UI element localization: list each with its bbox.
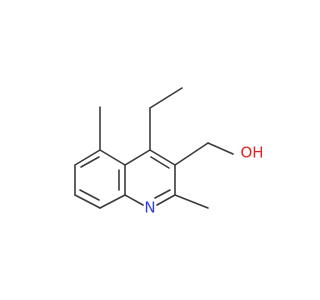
bond-c8a-c8 — [99, 194, 126, 209]
bond-c8-c7-inner — [79, 189, 100, 201]
bond-ch2-o — [207, 142, 234, 155]
bond-ethyl-ch3 — [149, 87, 183, 109]
bond-c8a-n1 — [124, 194, 144, 206]
bond-c6-c5 — [74, 149, 101, 166]
hydroxyl-group-label: OH — [240, 144, 263, 162]
bond-c3-ch2 — [174, 142, 209, 166]
bond-c6-c5-inner — [80, 156, 100, 168]
bond-c3-c4-inner — [150, 156, 170, 169]
bond-c5-c4a — [99, 149, 126, 166]
bond-n1-c2-inner — [154, 189, 171, 199]
structure-diagram: N OH — [74, 87, 264, 217]
bond-c3-c4 — [149, 149, 176, 166]
bond-n1-c2 — [156, 194, 176, 206]
bond-c4-c4a — [124, 149, 151, 166]
bond-c8-c7 — [74, 194, 101, 209]
bond-c2-methyl — [174, 194, 209, 209]
nitrogen-atom-label: N — [144, 199, 155, 217]
